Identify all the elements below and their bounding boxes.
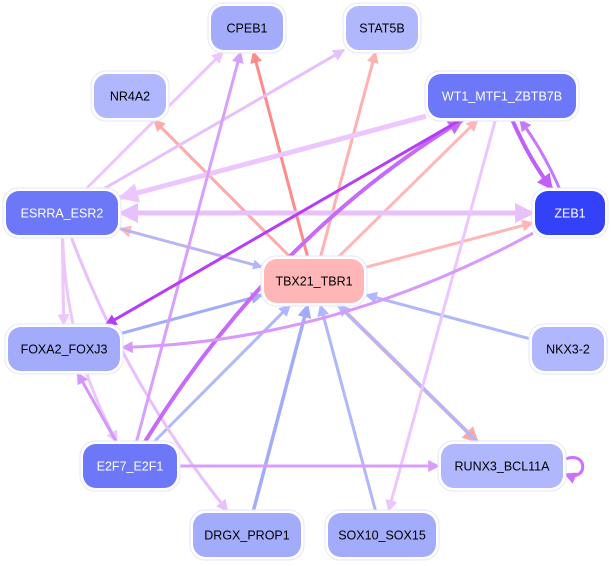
edge-foxa2_foxj3-to-tbx21_tbr1	[121, 292, 264, 335]
edge-tbx21_tbr1-to-zeb1	[365, 219, 535, 269]
node-box[interactable]	[193, 513, 301, 557]
edge-tbx21_tbr1-to-wt1_mtf1_zbtb7b	[337, 118, 479, 259]
edge-wt1_mtf1_zbtb7b-to-esrra_esr2	[118, 113, 427, 203]
node-box[interactable]	[346, 6, 418, 50]
node-box[interactable]	[94, 74, 166, 118]
node-stat5b[interactable]: STAT5B	[342, 2, 422, 54]
node-box[interactable]	[535, 191, 605, 235]
node-label: CPEB1	[227, 22, 268, 36]
node-box[interactable]	[532, 327, 604, 371]
node-label: SOX10_SOX15	[338, 529, 426, 543]
node-label: NKX3-2	[546, 343, 590, 357]
edge-drgx_prop1-to-tbx21_tbr1	[251, 303, 312, 512]
node-label: ZEB1	[554, 207, 585, 221]
edge-tbx21_tbr1-to-stat5b	[319, 50, 379, 258]
node-label: WT1_MTF1_ZBTB7B	[442, 90, 562, 104]
edges-layer	[57, 48, 585, 513]
node-label: STAT5B	[359, 22, 404, 36]
node-runx3_bcl11a[interactable]: RUNX3_BCL11A	[437, 440, 567, 492]
edge-runx3_bcl11a-to-tbx21_tbr1	[337, 303, 479, 444]
edge-wt1_mtf1_zbtb7b-to-zeb1	[510, 119, 554, 191]
node-nr4a2[interactable]: NR4A2	[90, 70, 170, 122]
node-label: ESRRA_ESR2	[21, 207, 104, 221]
node-box[interactable]	[6, 191, 118, 235]
edge-e2f7_e2f1-to-cpeb1	[134, 50, 244, 443]
edge-runx3_bcl11a-to-runx3_bcl11a	[562, 456, 585, 484]
node-box[interactable]	[441, 444, 563, 488]
node-label: RUNX3_BCL11A	[455, 460, 551, 474]
node-box[interactable]	[328, 513, 436, 557]
node-foxa2_foxj3[interactable]: FOXA2_FOXJ3	[4, 323, 124, 375]
node-box[interactable]	[428, 74, 576, 118]
edge-esrra_esr2-to-drgx_prop1	[69, 236, 229, 512]
node-cpeb1[interactable]: CPEB1	[207, 2, 287, 54]
node-box[interactable]	[264, 259, 364, 303]
node-label: TBX21_TBR1	[275, 275, 352, 289]
node-label: NR4A2	[110, 90, 150, 104]
edge-nkx3-2-to-tbx21_tbr1	[364, 291, 531, 341]
node-tbx21_tbr1[interactable]: TBX21_TBR1	[260, 255, 368, 307]
node-nkx3-2[interactable]: NKX3-2	[528, 323, 608, 375]
edge-e2f7_e2f1-to-tbx21_tbr1	[152, 303, 292, 444]
edge-e2f7_e2f1-to-foxa2_foxj3	[76, 371, 118, 443]
node-sox10_sox15[interactable]: SOX10_SOX15	[324, 509, 440, 561]
edge-wt1_mtf1_zbtb7b-to-foxa2_foxj3	[104, 118, 462, 327]
node-zeb1[interactable]: ZEB1	[531, 187, 609, 239]
edge-wt1_mtf1_zbtb7b-to-sox10_sox15	[385, 119, 497, 513]
node-drgx_prop1[interactable]: DRGX_PROP1	[189, 509, 305, 561]
edge-tbx21_tbr1-to-nr4a2	[152, 118, 292, 259]
node-label: FOXA2_FOXJ3	[21, 343, 108, 357]
node-label: DRGX_PROP1	[204, 529, 289, 543]
edge-sox10_sox15-to-tbx21_tbr1	[317, 303, 378, 512]
edge-zeb1-to-wt1_mtf1_zbtb7b	[518, 119, 562, 190]
node-box[interactable]	[211, 6, 283, 50]
node-box[interactable]	[83, 444, 177, 488]
node-box[interactable]	[8, 327, 120, 371]
edge-esrra_esr2-to-tbx21_tbr1	[119, 227, 263, 270]
node-wt1_mtf1_zbtb7b[interactable]: WT1_MTF1_ZBTB7B	[424, 70, 580, 122]
edge-zeb1-to-foxa2_foxj3	[120, 231, 534, 354]
node-label: E2F7_E2F1	[97, 460, 164, 474]
node-e2f7_e2f1[interactable]: E2F7_E2F1	[79, 440, 181, 492]
node-esrra_esr2[interactable]: ESRRA_ESR2	[2, 187, 122, 239]
